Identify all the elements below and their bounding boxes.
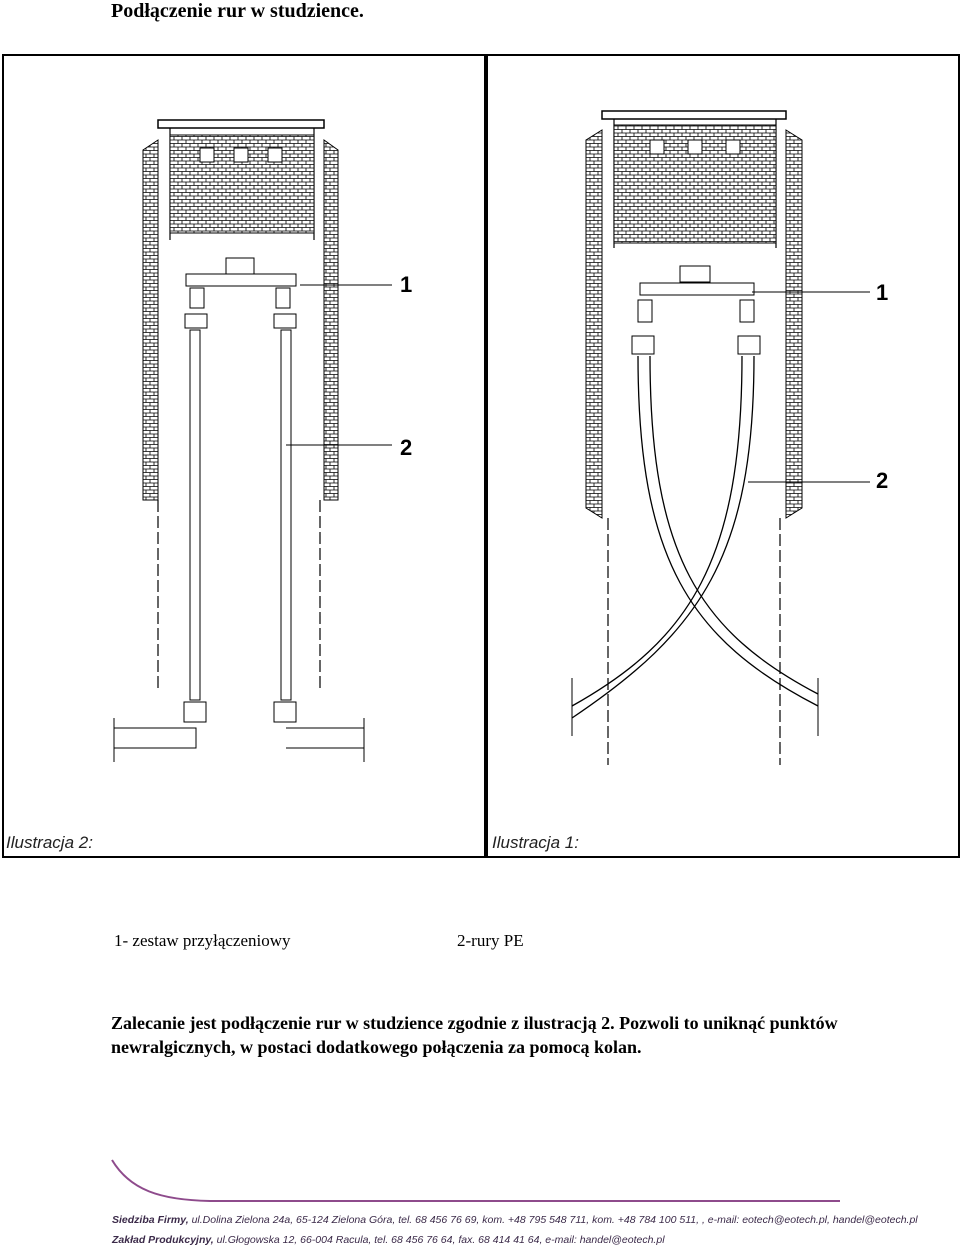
legend-item-1: 1- zestaw przyłączeniowy: [114, 931, 291, 950]
left-callout-2: 2: [400, 435, 413, 460]
footer-production-label: Zakład Produkcyjny,: [112, 1234, 214, 1246]
footer-headquarters: Siedziba Firmy, ul.Dolina Zielona 24a, 6…: [112, 1214, 918, 1226]
illustration-2-frame: [2, 54, 486, 858]
footer-headquarters-label: Siedziba Firmy,: [112, 1214, 189, 1226]
legend-item-2: 2-rury PE: [457, 931, 524, 950]
footer-production-text: ul.Głogowska 12, 66-004 Racula, tel. 68 …: [216, 1234, 665, 1246]
left-callout-1: 1: [400, 272, 413, 297]
footer-swoosh: [111, 1159, 840, 1202]
recommendation-text: Zalecanie jest podłączenie rur w studzie…: [111, 1013, 838, 1057]
footer-headquarters-text: ul.Dolina Zielona 24a, 65-124 Zielona Gó…: [191, 1214, 918, 1226]
right-callout-1: 1: [876, 280, 889, 305]
footer-production: Zakład Produkcyjny, ul.Głogowska 12, 66-…: [112, 1234, 665, 1246]
illustration-1-drawing: [571, 110, 870, 765]
illustration-1-caption: Ilustracja 1:: [492, 833, 579, 852]
page-title: Podłączenie rur w studzience.: [111, 0, 364, 22]
illustration-2-caption: Ilustracja 2:: [6, 833, 93, 852]
right-callout-2: 2: [876, 468, 889, 493]
illustration-2-drawing: [113, 119, 392, 762]
